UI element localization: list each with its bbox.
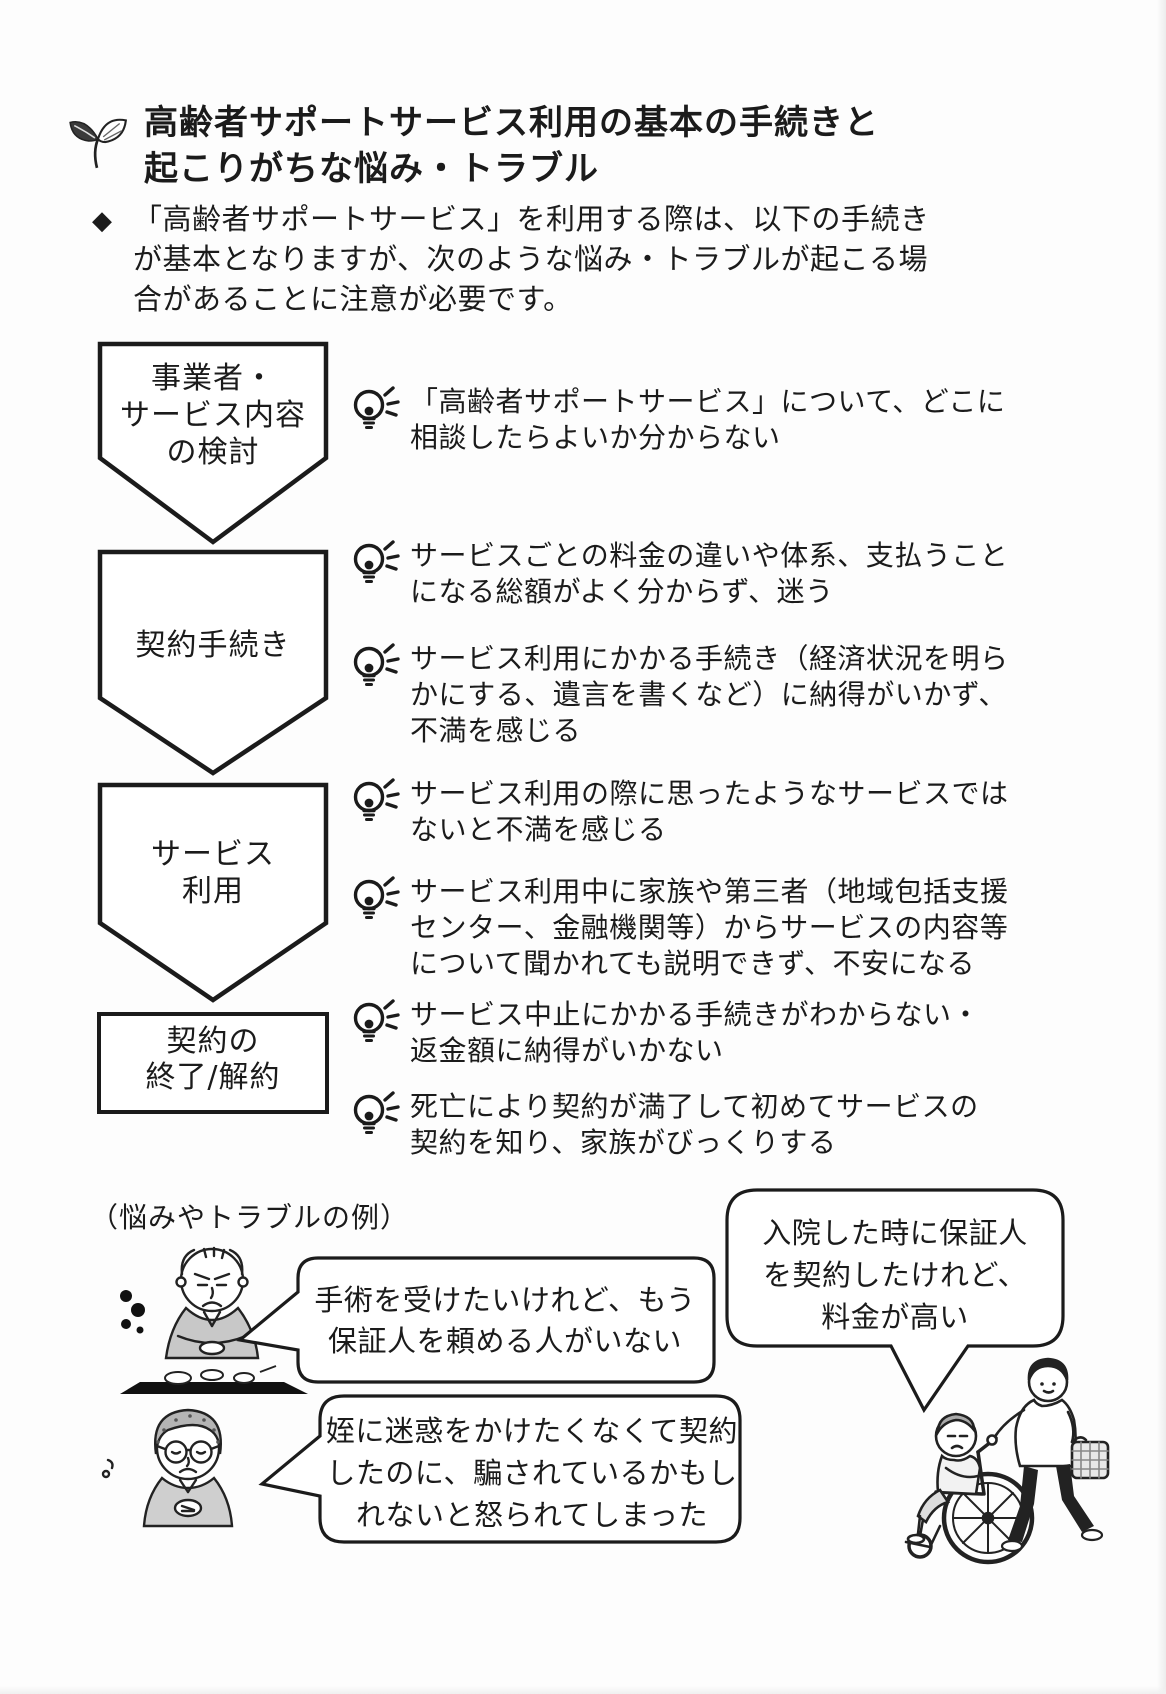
flow-step-text: 契約手続き (135, 628, 291, 663)
scan-edge-right (1157, 0, 1166, 1694)
trouble-text-line: 「高齢者サポートサービス」について、どこに (410, 385, 1006, 418)
trouble-text-line: ないと不満を感じる (410, 813, 667, 846)
flow-step-label-1: 事業者・ サービス内容 の検討 (97, 360, 329, 471)
lightbulb-icon (353, 643, 400, 687)
trouble-text-line: サービス利用の際に思ったようなサービスでは (410, 777, 1009, 810)
bubble-text-line: を契約したけれど、 (762, 1258, 1028, 1292)
flow-step-text: 事業者・ (151, 361, 275, 396)
trouble-text-line: サービスごとの料金の違いや体系、支払うこと (410, 539, 1009, 572)
speech-bubble-old-woman-text: 姪に迷惑をかけたくなくて契約 したのに、騙されているかもし れないと怒られてしま… (322, 1410, 742, 1536)
flow-step-label-3: サービス 利用 (97, 836, 329, 910)
speech-bubble-old-man-text: 手術を受けたいけれど、もう 保証人を頼める人がいない (298, 1280, 712, 1362)
flow-step-shape-3 (97, 782, 329, 1003)
flow-step-label-4: 契約の 終了/解約 (97, 1024, 329, 1096)
trouble-item-2: サービスごとの料金の違いや体系、支払うこと になる総額がよく分からず、迷う (348, 538, 1048, 610)
trouble-item-6: サービス中止にかかる手続きがわからない・ 返金額に納得がいかない (348, 997, 1048, 1069)
trouble-text-line: サービス中止にかかる手続きがわからない・ (410, 998, 981, 1031)
flow-step-shape-2 (97, 549, 329, 776)
bubble-text-line: したのに、騙されているかもし (326, 1456, 738, 1490)
lightbulb-icon (353, 386, 400, 430)
trouble-text-line: 返金額に納得がいかない (410, 1034, 724, 1067)
speech-bubble-old-woman (258, 1394, 742, 1544)
flow-step-label-2: 契約手続き (97, 627, 329, 664)
trouble-text-line: かにする、遺言を書くなど）に納得がいかず、 (410, 678, 1007, 711)
flow-step-text: 利用 (182, 874, 244, 909)
intro-paragraph: 「高齢者サポートサービス」を利用する際は、以下の手続き が基本となりますが、次の… (133, 199, 930, 319)
speech-bubble-wheelchair-text: 入院した時に保証人 を契約したけれど、 料金が高い (727, 1212, 1063, 1338)
trouble-text-line: 相談したらよいか分からない (410, 421, 781, 454)
bubble-text-line: 手術を受けたいけれど、もう (314, 1283, 696, 1317)
trouble-text-line: 不満を感じる (410, 714, 582, 747)
trouble-text-line: センター、金融機関等）からサービスの内容等 (410, 911, 1009, 944)
flow-step-shape-1 (97, 341, 329, 545)
lightbulb-icon (353, 778, 400, 822)
trouble-item-5: サービス利用中に家族や第三者（地域包括支援 センター、金融機関等）からサービスの… (348, 874, 1048, 982)
bubble-text-line: 料金が高い (821, 1300, 969, 1334)
trouble-item-4: サービス利用の際に思ったようなサービスでは ないと不満を感じる (348, 776, 1048, 848)
flow-step-text: サービス内容 (120, 398, 306, 433)
trouble-text-line: サービス利用にかかる手続き（経済状況を明ら (410, 642, 1009, 675)
bubble-text-line: 姪に迷惑をかけたくなくて契約 (325, 1414, 739, 1448)
lightbulb-icon (353, 540, 400, 584)
worried-old-woman-illustration (101, 1408, 234, 1528)
flow-step-text: 契約の (166, 1024, 260, 1059)
worried-old-man-illustration (120, 1246, 308, 1394)
page-title-line: 高齢者サポートサービス利用の基本の手続きと (144, 103, 879, 143)
lightbulb-icon (353, 999, 400, 1043)
flow-step-text: の検討 (166, 435, 260, 470)
trouble-item-7: 死亡により契約が満了して初めてサービスの 契約を知り、家族がびっくりする (348, 1089, 1048, 1161)
bubble-text-line: れないと怒られてしまった (356, 1498, 708, 1532)
flow-step-shape-4 (97, 1012, 329, 1114)
examples-label: （悩みやトラブルの例） (90, 1201, 410, 1234)
trouble-text-line: 死亡により契約が満了して初めてサービスの (410, 1090, 979, 1123)
trouble-item-1: 「高齢者サポートサービス」について、どこに 相談したらよいか分からない (348, 384, 1048, 456)
page-title: 高齢者サポートサービス利用の基本の手続きと 起こりがちな悩み・トラブル (144, 100, 879, 192)
lightbulb-icon (353, 1091, 400, 1135)
flow-step-text: サービス (151, 837, 275, 872)
caregiver-wheelchair-illustration (904, 1357, 1110, 1565)
bubble-text-line: 保証人を頼める人がいない (327, 1324, 682, 1358)
trouble-text-line: サービス利用中に家族や第三者（地域包括支援 (410, 875, 1009, 908)
trouble-text-line: について聞かれても説明できず、不安になる (410, 947, 975, 980)
intro-line: 合があることに注意が必要です。 (133, 282, 573, 316)
trouble-text-line: になる総額がよく分からず、迷う (410, 575, 834, 608)
scan-edge-bottom (0, 1686, 1166, 1694)
bubble-text-line: 入院した時に保証人 (762, 1216, 1028, 1250)
lightbulb-icon (353, 876, 400, 920)
speech-bubble-old-man (236, 1256, 716, 1384)
trouble-text-line: 契約を知り、家族がびっくりする (410, 1126, 837, 1159)
diamond-bullet: ◆ (92, 206, 112, 236)
sprout-icon (69, 118, 128, 169)
page-title-line: 起こりがちな悩み・トラブル (144, 149, 599, 189)
trouble-item-3: サービス利用にかかる手続き（経済状況を明ら かにする、遺言を書くなど）に納得がい… (348, 641, 1048, 749)
intro-line: が基本となりますが、次のような悩み・トラブルが起こる場 (133, 242, 929, 276)
flow-step-text: 終了/解約 (145, 1060, 281, 1095)
intro-line: 「高齢者サポートサービス」を利用する際は、以下の手続き (133, 202, 930, 236)
speech-bubble-wheelchair (725, 1188, 1065, 1414)
